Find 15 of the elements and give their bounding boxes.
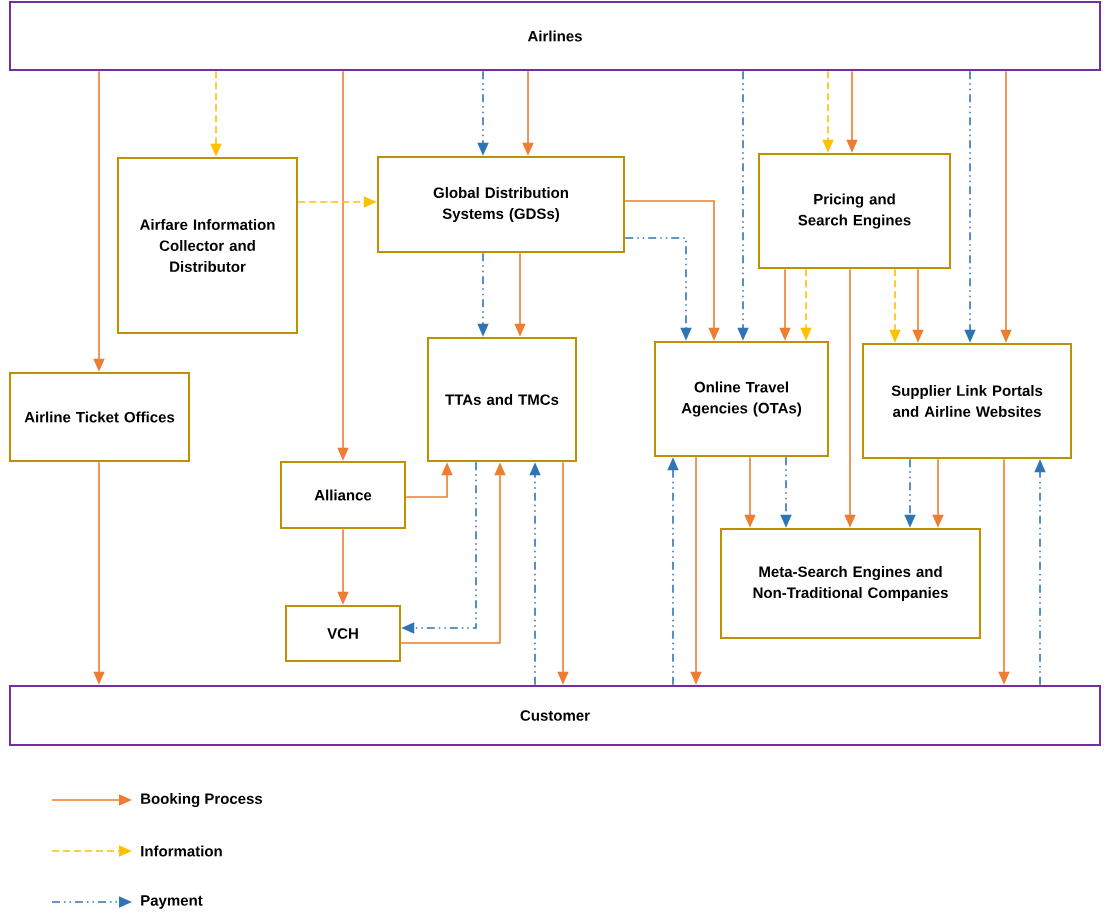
legend-label: Booking Process: [141, 793, 263, 808]
process-box: Airfare Information Collector and Distributor: [117, 157, 298, 334]
legend-label: Information: [141, 845, 222, 857]
process-box: Supplier Link Portals and Airline Websites: [862, 343, 1072, 459]
band-box: Customer: [9, 685, 1101, 746]
process-box: Global Distribution Systems (GDSs): [377, 156, 625, 253]
process-box: TTAs and TMCs: [427, 337, 577, 462]
band-box: Airlines: [9, 1, 1101, 71]
process-box: Airline Ticket Offices: [9, 372, 190, 462]
process-box: VCH: [285, 605, 401, 662]
process-box: Online Travel Agencies (OTAs): [654, 341, 829, 457]
legend-label: Payment: [141, 895, 203, 909]
process-box: Meta-Search Engines and Non-Traditional Companies: [720, 528, 981, 639]
process-box: Pricing and Search Engines: [758, 153, 951, 269]
process-box: Alliance: [280, 461, 406, 529]
